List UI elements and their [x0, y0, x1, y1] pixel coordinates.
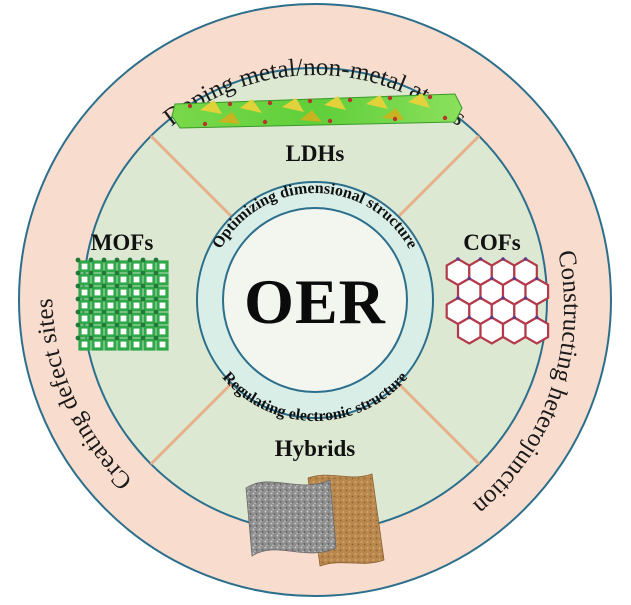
cof-honeycomb-image	[445, 257, 550, 345]
center-disc	[222, 207, 408, 393]
divider-top-right	[396, 134, 481, 219]
quadrant-label-hybrids: Hybrids	[275, 436, 356, 461]
divider-top-left	[149, 134, 234, 219]
quadrant-label-ldhs: LDHs	[286, 141, 345, 166]
center-title: OER	[244, 266, 386, 337]
hybrid-material-image	[245, 473, 385, 567]
mof-lattice-image	[75, 257, 169, 351]
quadrant-dividers	[149, 134, 481, 466]
quadrant-label-mofs: MOFs	[91, 230, 154, 255]
divider-bottom-left	[149, 381, 234, 466]
divider-bottom-right	[396, 381, 481, 466]
ldh-structure-image	[171, 93, 463, 129]
quadrant-label-cofs: COFs	[463, 230, 521, 255]
